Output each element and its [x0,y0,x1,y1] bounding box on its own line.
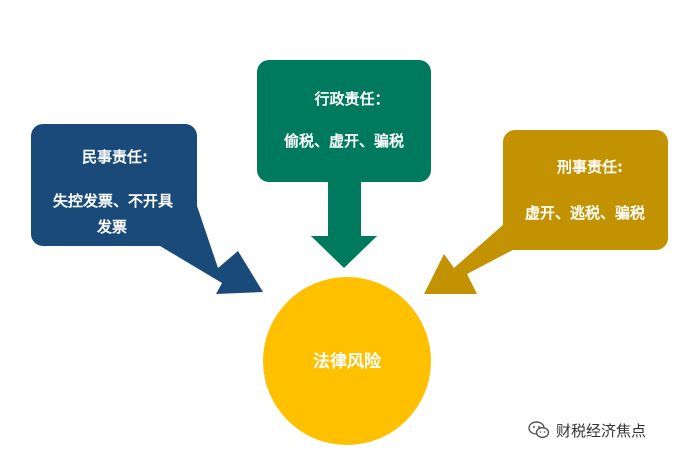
criminal-liability-title: 刑事责任: [557,158,623,176]
administrative-liability-arrow [311,176,377,268]
administrative-liability-title: 行政责任： [313,90,389,108]
administrative-liability-body: 偷税、虚开、骗税 [284,132,404,150]
criminal-liability-callout: 刑事责任: 虚开、逃税、骗税 [424,130,668,294]
watermark-text: 财税经济焦点 [556,421,647,440]
civil-liability-title: 民事责任: [82,148,148,166]
civil-liability-body-line1: 失控发票、不开具 [53,192,173,210]
center-circle [263,277,431,445]
civil-liability-body-line2: 发票 [96,218,127,236]
civil-liability-box [31,124,197,246]
center-label: 法律风险 [313,351,382,372]
criminal-liability-arrow [424,217,526,294]
administrative-liability-callout: 行政责任： 偷税、虚开、骗税 [257,60,431,268]
civil-liability-callout: 民事责任: 失控发票、不开具 发票 [31,124,263,294]
criminal-liability-box [503,130,668,250]
civil-liability-arrow [150,200,263,294]
wechat-icon [528,421,550,439]
watermark: 财税经济焦点 [528,418,646,442]
administrative-liability-box [257,60,431,182]
criminal-liability-body: 虚开、逃税、骗税 [525,204,645,222]
